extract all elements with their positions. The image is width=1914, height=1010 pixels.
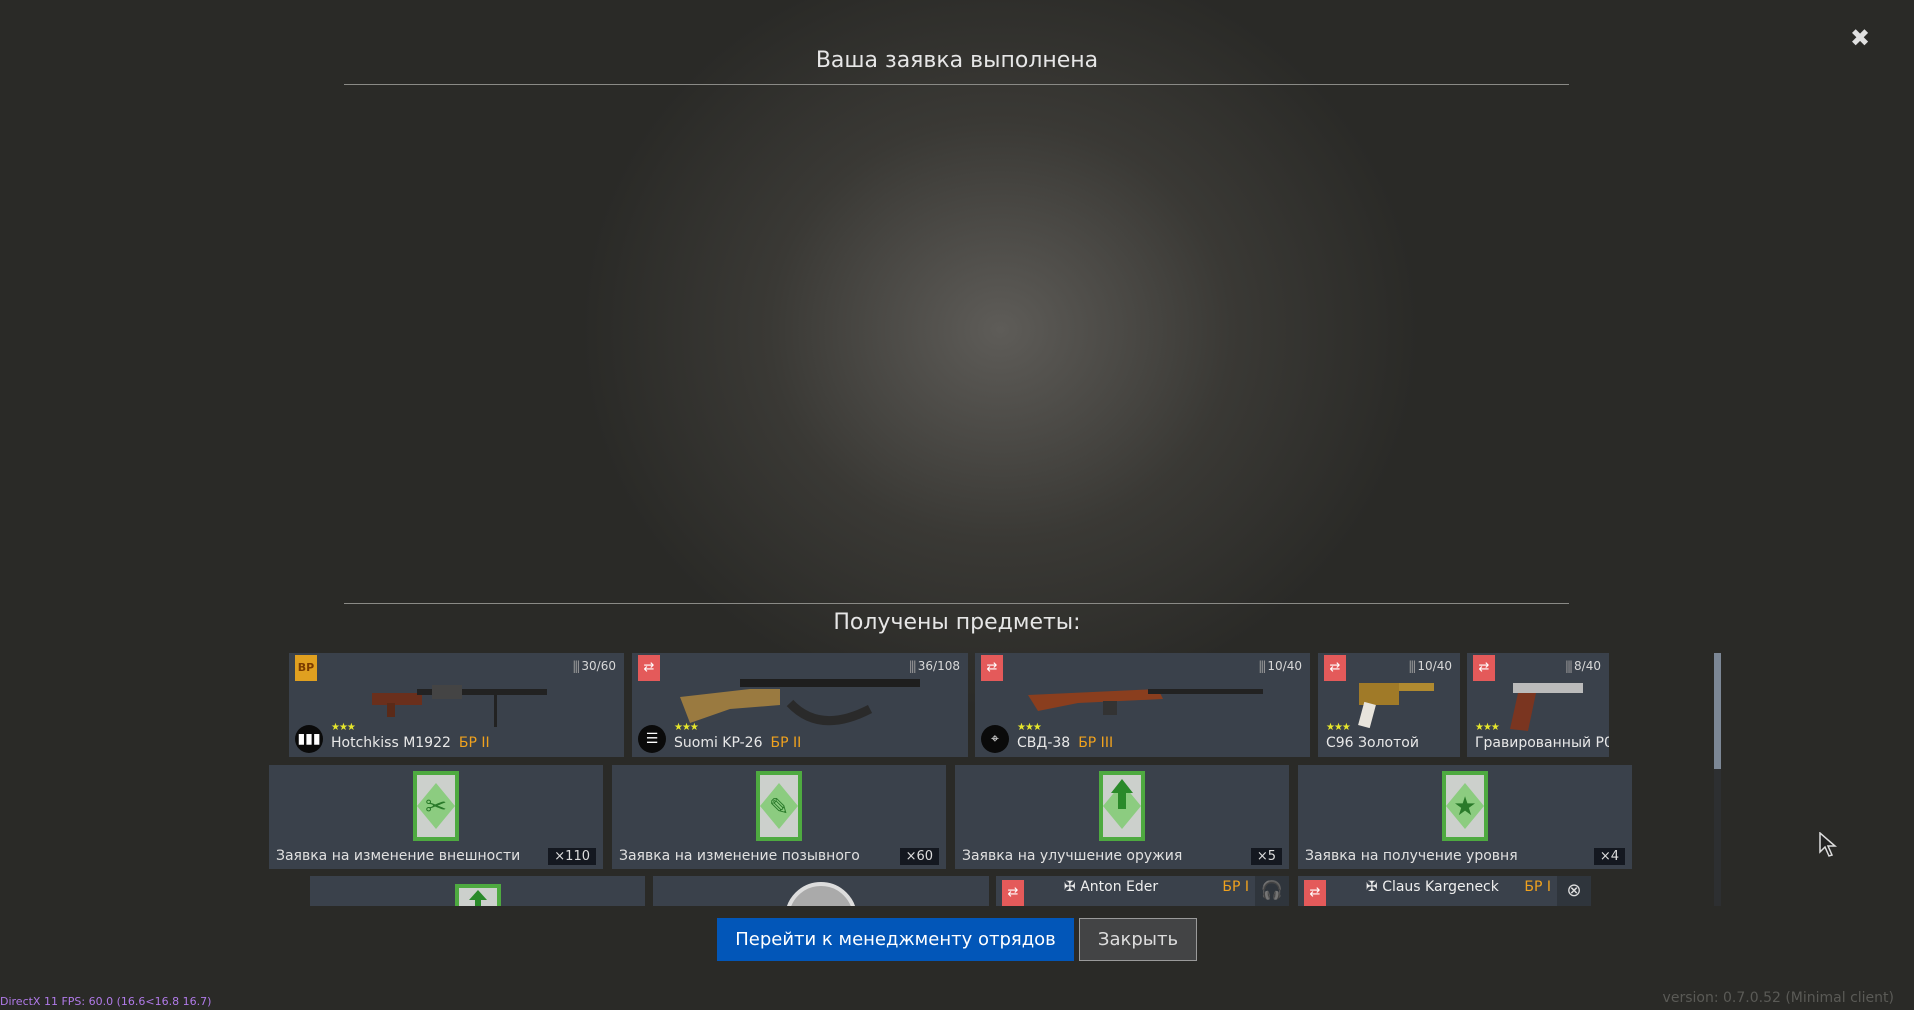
- ammo-count: |||10/40: [1408, 659, 1452, 673]
- medal-icon: ✠: [1366, 879, 1383, 895]
- received-items-heading: Получены предметы:: [833, 610, 1081, 635]
- bp-badge-icon: BP: [295, 655, 317, 681]
- close-icon[interactable]: ✖: [1850, 24, 1871, 52]
- mouse-cursor-icon: [1819, 832, 1837, 857]
- weapon-name: C96 Золотой: [1326, 735, 1419, 751]
- bullets-icon: |||: [1564, 659, 1573, 673]
- ticket-card[interactable]: ✎ Заявка на изменение позывного ×60: [612, 765, 946, 869]
- pen-icon: ✎: [756, 771, 802, 841]
- svg-text:★: ★: [1453, 792, 1476, 822]
- scissors-icon: ✂: [413, 771, 459, 841]
- br-level: БР II: [458, 735, 490, 751]
- svg-text:✎: ✎: [769, 793, 789, 821]
- ticket-card[interactable]: [310, 876, 645, 906]
- stars: ★★★: [1017, 722, 1042, 733]
- bullets-icon: |||: [572, 659, 580, 673]
- weapon-name: Hotchkiss M1922: [331, 735, 451, 751]
- bullets-icon: |||: [908, 659, 917, 673]
- divider: [344, 603, 1569, 604]
- crosshair-class-icon: ⌖: [981, 725, 1009, 753]
- br-level: БР II: [770, 735, 802, 751]
- items-scrollbar[interactable]: [1714, 653, 1721, 906]
- ticket-card[interactable]: ★ Заявка на получение уровня ×4: [1298, 765, 1632, 869]
- swap-badge-icon: ⇄: [981, 655, 1003, 681]
- svg-text:✂: ✂: [425, 792, 447, 822]
- pistol-icon: [1510, 683, 1583, 731]
- headphones-icon: 🎧: [1255, 876, 1289, 906]
- medal-card[interactable]: [653, 876, 989, 906]
- soldier-card[interactable]: ⇄ ✠ Anton Eder БР I 🎧: [996, 876, 1289, 906]
- rifle-icon: [1027, 689, 1263, 715]
- star-icon: ★: [1442, 771, 1488, 841]
- ammo-count: |||8/40: [1564, 659, 1601, 673]
- weapon-name: Гравированный P0: [1475, 735, 1609, 751]
- soldier-name: Claus Kargeneck: [1382, 879, 1499, 895]
- list-class-icon: ☰: [638, 725, 666, 753]
- swap-badge-icon: ⇄: [1324, 655, 1346, 681]
- weapon-upgrade-icon: [1099, 771, 1145, 841]
- ticket-name: Заявка на улучшение оружия: [962, 848, 1183, 864]
- ticket-name: Заявка на изменение внешности: [276, 848, 521, 864]
- soldier-name: Anton Eder: [1080, 879, 1159, 895]
- weapon-card[interactable]: BP |||30/60 ▮▮▮ ★★★ Hotchkiss M1922 БР II: [289, 653, 624, 757]
- steering-wheel-icon: ⊗: [1557, 876, 1591, 906]
- br-level: БР I: [1222, 879, 1249, 895]
- swap-badge-icon: ⇄: [1002, 880, 1024, 906]
- machine-gun-icon: [371, 685, 547, 727]
- ticket-name: Заявка на получение уровня: [1305, 848, 1518, 864]
- medal-icon: [787, 882, 855, 906]
- stars: ★★★: [331, 722, 356, 733]
- swap-badge-icon: ⇄: [1473, 655, 1495, 681]
- bullets-icon: |||: [1408, 659, 1416, 673]
- weapon-name: Suomi KP-26: [674, 735, 763, 751]
- stars: ★★★: [1475, 722, 1500, 733]
- ammo-count: |||36/108: [908, 659, 960, 673]
- ticket-count: ×5: [1250, 848, 1282, 865]
- ticket-card[interactable]: ✂ Заявка на изменение внешности ×110: [269, 765, 603, 869]
- weapon-card[interactable]: ⇄ |||10/40 ⌖ ★★★ СВД-38 БР III: [975, 653, 1310, 757]
- ticket-count: ×110: [548, 848, 596, 865]
- smg-icon: [680, 679, 920, 726]
- ammo-count: |||10/40: [1258, 659, 1302, 673]
- stars: ★★★: [1326, 722, 1351, 733]
- ammo-count: |||30/60: [572, 659, 616, 673]
- swap-badge-icon: ⇄: [638, 655, 660, 681]
- version-label: version: 0.7.0.52 (Minimal client): [1662, 990, 1894, 1006]
- ticket-count: ×4: [1593, 848, 1625, 865]
- ticket-name: Заявка на изменение позывного: [619, 848, 860, 864]
- weapon-upgrade-icon: [454, 884, 501, 906]
- br-level: БР I: [1524, 879, 1551, 895]
- weapon-card[interactable]: ⇄ |||10/40 ★★★ C96 Золотой: [1318, 653, 1460, 757]
- weapon-card[interactable]: ⇄ |||8/40 ★★★ Гравированный P0: [1467, 653, 1609, 757]
- swap-badge-icon: ⇄: [1304, 880, 1326, 906]
- medal-icon: ✠: [1064, 879, 1081, 895]
- br-level: БР III: [1078, 735, 1114, 751]
- soldier-card[interactable]: ⇄ ✠ Claus Kargeneck БР I ⊗: [1298, 876, 1591, 906]
- weapon-name: СВД-38: [1017, 735, 1071, 751]
- ticket-count: ×60: [899, 848, 939, 865]
- stars: ★★★: [674, 722, 699, 733]
- scrollbar-thumb[interactable]: [1714, 653, 1721, 769]
- weapon-card[interactable]: ⇄ |||36/108 ☰ ★★★ Suomi KP-26 БР II: [632, 653, 968, 757]
- go-to-squad-management-button[interactable]: Перейти к менеджменту отрядов: [717, 918, 1074, 961]
- ammo-class-icon: ▮▮▮: [295, 725, 323, 753]
- dialog-title: Ваша заявка выполнена: [815, 48, 1099, 73]
- bullets-icon: |||: [1258, 659, 1266, 673]
- ticket-card[interactable]: Заявка на улучшение оружия ×5: [955, 765, 1289, 869]
- close-button[interactable]: Закрыть: [1079, 918, 1197, 961]
- divider: [344, 84, 1569, 85]
- pistol-icon: [1358, 683, 1434, 729]
- fps-counter: DirectX 11 FPS: 60.0 (16.6<16.8 16.7): [0, 995, 212, 1008]
